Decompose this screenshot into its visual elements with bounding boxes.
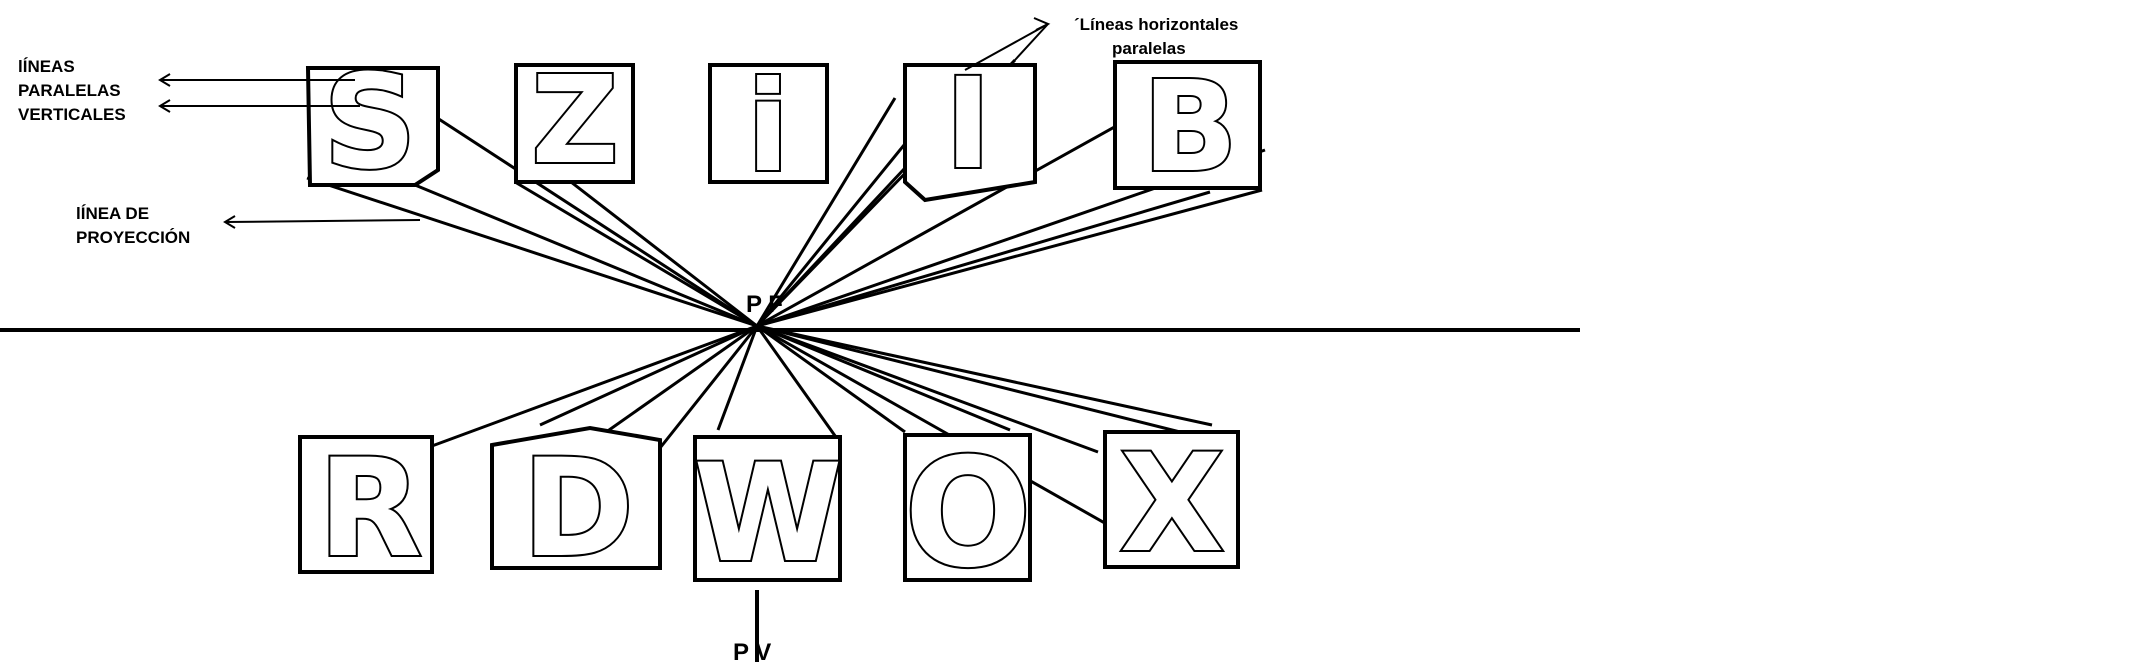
point-pv-label: P V: [733, 639, 771, 666]
letter-W: W: [694, 435, 843, 592]
label-vertical-line-3: VERTICALES: [18, 105, 126, 124]
letter-box-I: I: [903, 50, 1037, 203]
annotation-vertical-parallel: lÍNEAS PARALELAS VERTICALES: [18, 57, 360, 124]
letter-R: R: [318, 430, 422, 587]
annotation-horizontal-parallel: ´Líneas horizontales paralelas: [964, 15, 1238, 71]
letter-box-R: R: [298, 428, 434, 589]
letter-box-S: S: [305, 44, 440, 200]
label-projection-2: PROYECCIÓN: [76, 228, 190, 247]
letter-box-i: i: [708, 53, 829, 202]
letter-i: i: [747, 55, 790, 200]
convergence-lines-top: [306, 58, 1266, 328]
letter-Z: Z: [531, 52, 618, 191]
letter-I: I: [945, 52, 992, 197]
annotation-projection-line: lÍNEA DE PROYECCIÓN: [76, 204, 421, 247]
letter-box-X: X: [1103, 423, 1240, 584]
label-projection-1: lÍNEA DE: [76, 204, 149, 223]
label-vertical-line-2: PARALELAS: [18, 81, 121, 100]
letter-box-Z: Z: [514, 50, 635, 193]
letter-X: X: [1120, 425, 1224, 582]
letter-box-W: W: [692, 433, 845, 594]
point-pf-label: P F: [746, 291, 783, 318]
label-horizontal-1: ´Líneas horizontales: [1074, 15, 1238, 34]
label-horizontal-2: paralelas: [1112, 39, 1186, 58]
letter-box-O: O: [902, 425, 1034, 603]
letter-O: O: [904, 427, 1032, 601]
letter-box-D: D: [490, 425, 662, 589]
letter-D: D: [522, 430, 634, 587]
letter-S: S: [323, 46, 417, 198]
letter-B: B: [1142, 55, 1237, 200]
letter-box-B: B: [1113, 53, 1262, 202]
label-vertical-line-1: lÍNEAS: [18, 57, 75, 76]
